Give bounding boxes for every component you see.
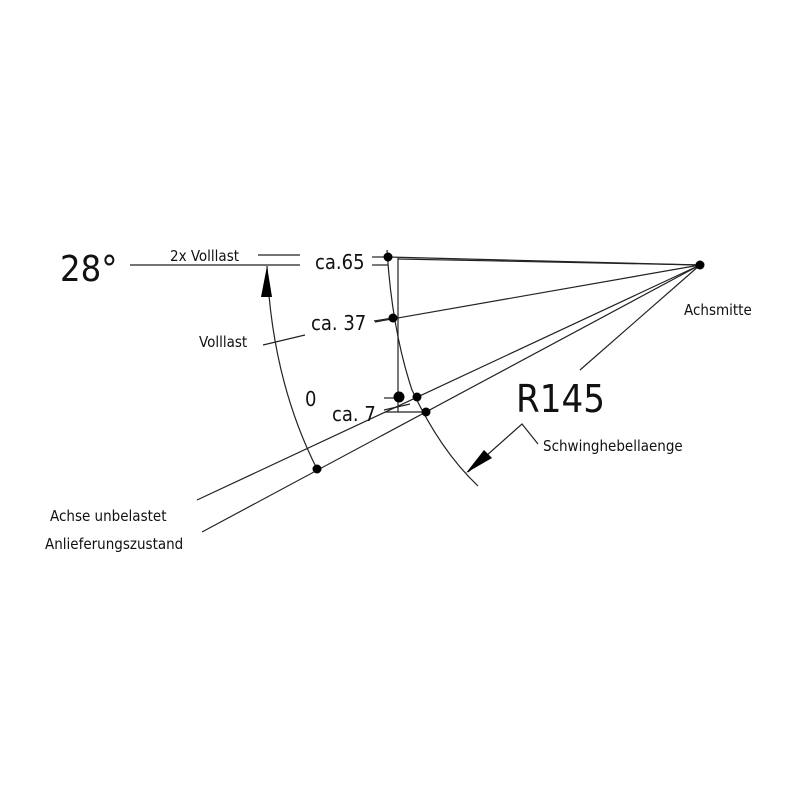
swing-arm-arc bbox=[386, 249, 479, 487]
axle-unloaded-label: Achse unbelastet bbox=[50, 507, 166, 525]
point-zero bbox=[393, 391, 405, 403]
delivery-state-line bbox=[201, 264, 701, 533]
axle-unloaded-line bbox=[196, 264, 701, 501]
angle-label: 28° bbox=[60, 249, 117, 290]
point-ca37 bbox=[388, 313, 398, 323]
arrowhead-icon bbox=[261, 266, 272, 297]
point-delivery bbox=[421, 407, 431, 417]
radius-arrowhead-icon bbox=[466, 450, 492, 473]
point-unloaded bbox=[312, 464, 322, 474]
radius-label: R145 bbox=[516, 377, 605, 421]
travel-arc bbox=[266, 265, 318, 470]
point-ca65 bbox=[383, 252, 393, 262]
ray-ca37 bbox=[374, 264, 701, 323]
double-load-label: 2x Volllast bbox=[170, 247, 239, 265]
radius-leader-line bbox=[579, 264, 701, 371]
full-load-leader bbox=[262, 334, 306, 346]
zero-label: 0 bbox=[305, 387, 316, 411]
axle-center-label: Achsmitte bbox=[684, 301, 752, 319]
ca7-label: ca. 7 bbox=[332, 402, 376, 426]
arm-length-label: Schwinghebellaenge bbox=[543, 437, 683, 455]
full-load-label: Volllast bbox=[199, 333, 247, 351]
point-axle-center bbox=[695, 260, 705, 270]
ca37-label: ca. 37 bbox=[311, 311, 366, 335]
ca7-leader bbox=[383, 403, 411, 411]
ca65-label: ca.65 bbox=[315, 250, 365, 274]
delivery-state-label: Anlieferungszustand bbox=[45, 535, 183, 553]
point-ca7 bbox=[412, 392, 422, 402]
ray-top bbox=[397, 258, 701, 266]
